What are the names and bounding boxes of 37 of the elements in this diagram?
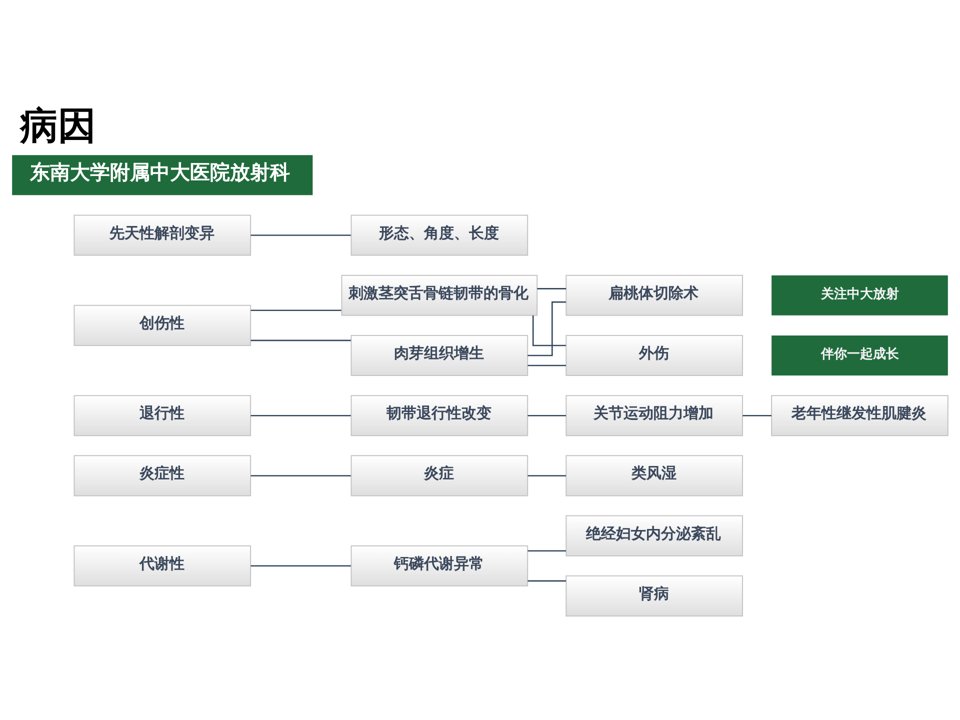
connector <box>250 564 351 566</box>
connector <box>528 364 566 366</box>
node-box: 刺激茎突舌骨链韧带的骨化 <box>341 274 538 316</box>
connector <box>250 234 351 236</box>
node-box: 炎症 <box>350 454 528 496</box>
connector <box>532 314 566 346</box>
node-box: 扁桃体切除术 <box>566 274 743 316</box>
node-box: 类风湿 <box>566 454 743 496</box>
node-box: 关节运动阻力增加 <box>566 394 743 436</box>
node-box: 肾病 <box>566 574 743 616</box>
label: 伴你一起成长 <box>821 346 900 362</box>
node-box: 绝经妇女内分泌紊乱 <box>566 514 743 556</box>
connector <box>742 414 772 416</box>
connector <box>250 474 351 476</box>
connector <box>528 474 566 476</box>
connector <box>250 339 351 341</box>
node-box: 代谢性 <box>74 544 252 586</box>
node-box: 肉芽组织增生 <box>350 334 528 376</box>
connector <box>528 580 566 582</box>
label: 关注中大放射 <box>821 286 900 302</box>
node-box: 创伤性 <box>74 304 252 346</box>
diagram-title: 病因 <box>20 102 96 147</box>
node-box: 钙磷代谢异常 <box>350 544 528 586</box>
node-box: 外伤 <box>566 334 743 376</box>
node-box: 韧带退行性改变 <box>350 394 528 436</box>
connector <box>250 309 342 311</box>
node-box: 退行性 <box>74 394 252 436</box>
connector <box>537 288 566 289</box>
connector <box>250 414 351 416</box>
connector <box>528 300 566 356</box>
connector <box>528 414 566 416</box>
label: 东南大学附属中大医院放射科 <box>30 160 290 184</box>
node-box: 老年性继发性肌腱炎 <box>771 394 948 436</box>
node-box: 炎症性 <box>74 454 252 496</box>
node-box: 形态、角度、长度 <box>350 214 528 256</box>
connector <box>528 550 566 552</box>
node-box: 先天性解剖变异 <box>74 214 252 256</box>
